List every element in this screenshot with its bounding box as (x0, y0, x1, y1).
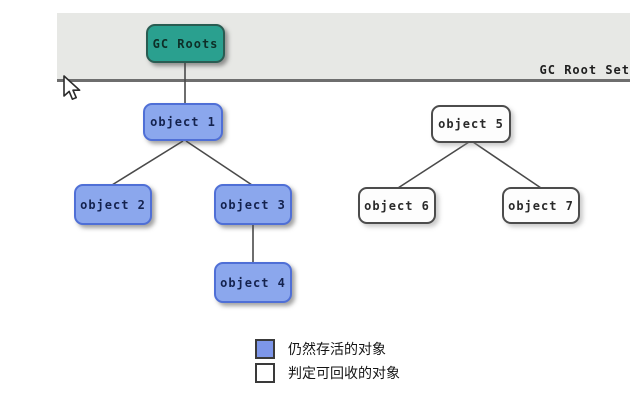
legend-item-alive: 仍然存活的对象 (255, 339, 400, 359)
recyclable-swatch-icon (255, 363, 275, 383)
node-object-6: object 6 (358, 187, 436, 224)
legend-label-recyclable: 判定可回收的对象 (288, 365, 400, 381)
legend-label-alive: 仍然存活的对象 (288, 341, 386, 357)
gc-root-set-divider (57, 79, 630, 82)
node-object-1: object 1 (143, 103, 223, 141)
mouse-cursor-icon (63, 75, 81, 101)
node-object-5: object 5 (431, 105, 511, 143)
legend: 仍然存活的对象 判定可回收的对象 (255, 339, 400, 383)
legend-item-recyclable: 判定可回收的对象 (255, 363, 400, 383)
alive-swatch-icon (255, 339, 275, 359)
gc-root-set-label: GC Root Set (539, 63, 630, 77)
node-object-4: object 4 (214, 262, 292, 303)
node-object-3: object 3 (214, 184, 292, 225)
node-gc-roots: GC Roots (146, 24, 225, 63)
node-object-7: object 7 (502, 187, 580, 224)
node-object-2: object 2 (74, 184, 152, 225)
